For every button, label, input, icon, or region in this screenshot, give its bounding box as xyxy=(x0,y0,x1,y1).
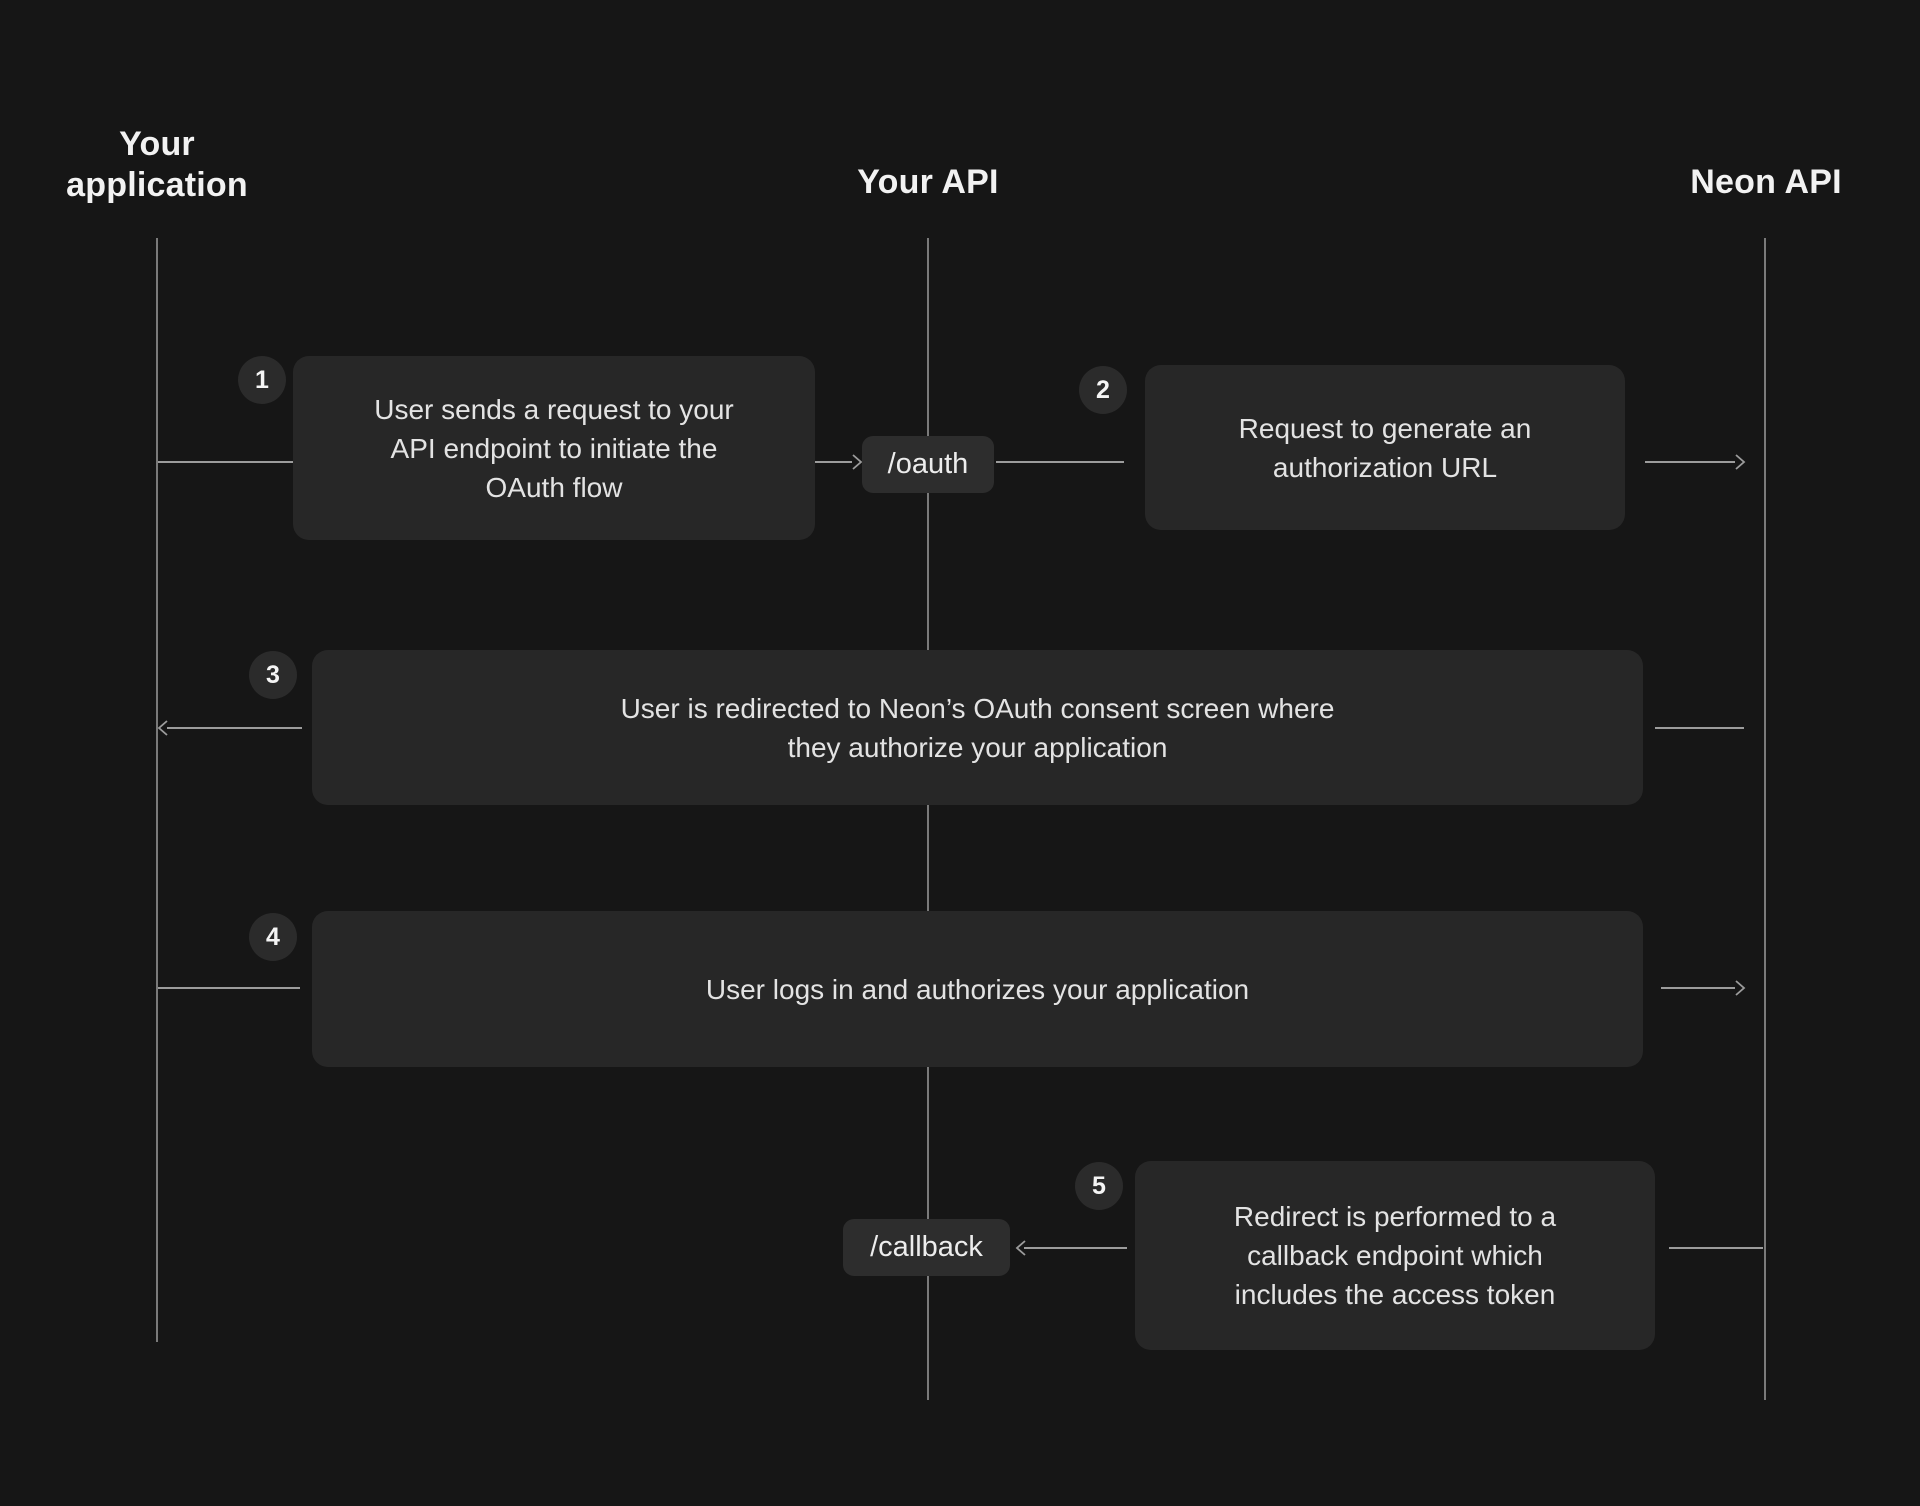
step-number: 2 xyxy=(1096,375,1110,404)
arrowhead-right-icon xyxy=(1735,454,1746,470)
step-text-3: User is redirected to Neon’s OAuth conse… xyxy=(620,692,1335,763)
message-5-line-left xyxy=(1024,1247,1127,1249)
message-2-line-box2-to-neon xyxy=(1645,461,1735,463)
arrowhead-left-icon xyxy=(157,720,168,736)
arrowhead-right-icon xyxy=(1735,980,1746,996)
step-badge-2: 2 xyxy=(1079,366,1127,414)
step-number: 3 xyxy=(266,660,280,689)
step-box-2: Request to generate an authorization URL xyxy=(1145,365,1625,530)
step-text-2: Request to generate an authorization URL xyxy=(1238,412,1532,483)
endpoint-label-callback: /callback xyxy=(843,1219,1010,1276)
message-3-line-left xyxy=(167,727,302,729)
step-text-1: User sends a request to your API endpoin… xyxy=(374,393,734,503)
actor-title-neon-api: Neon API xyxy=(1690,163,1842,201)
step-badge-3: 3 xyxy=(249,651,297,699)
message-1-line-app-to-box xyxy=(158,461,293,463)
step-number: 4 xyxy=(266,922,280,951)
lifeline-neon-api xyxy=(1764,238,1766,1400)
step-number: 5 xyxy=(1092,1171,1106,1200)
arrowhead-right-icon xyxy=(852,454,863,470)
step-text-4: User logs in and authorizes your applica… xyxy=(705,973,1250,1005)
message-4-line-right xyxy=(1661,987,1735,989)
step-box-3: User is redirected to Neon’s OAuth conse… xyxy=(312,650,1643,805)
step-badge-1: 1 xyxy=(238,356,286,404)
step-box-5: Redirect is performed to a callback endp… xyxy=(1135,1161,1655,1350)
lifeline-your-api xyxy=(927,238,929,1400)
actor-title-your-api: Your API xyxy=(857,163,999,201)
step-box-1: User sends a request to your API endpoin… xyxy=(293,356,815,540)
step-number: 1 xyxy=(255,365,269,394)
actor-title-your-application: Your application xyxy=(66,125,248,204)
arrowhead-left-icon xyxy=(1015,1240,1026,1256)
message-1-line-oauth-to-box2 xyxy=(996,461,1124,463)
step-badge-5: 5 xyxy=(1075,1162,1123,1210)
step-badge-4: 4 xyxy=(249,913,297,961)
message-3-line-right xyxy=(1655,727,1744,729)
message-5-line-right xyxy=(1669,1247,1763,1249)
message-4-line-left xyxy=(158,987,300,989)
endpoint-label-oauth: /oauth xyxy=(862,436,994,493)
step-text-5: Redirect is performed to a callback endp… xyxy=(1233,1201,1557,1310)
lifeline-your-application xyxy=(156,238,158,1342)
step-box-4: User logs in and authorizes your applica… xyxy=(312,911,1643,1067)
message-1-line-box-to-oauth xyxy=(815,461,852,463)
